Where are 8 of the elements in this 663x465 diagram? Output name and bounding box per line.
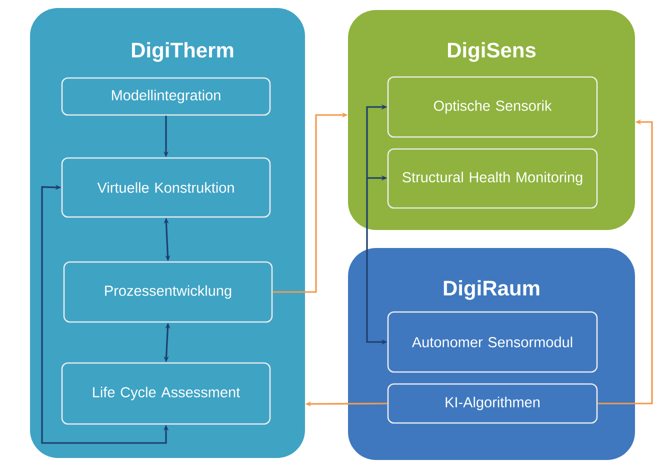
process-box: Life Cycle Assessment xyxy=(61,362,271,425)
process-box: Prozessentwicklung xyxy=(63,261,273,323)
process-box: Autonomer Sensormodul xyxy=(387,311,598,373)
process-box: Optische Sensorik xyxy=(387,76,598,138)
process-box: KI-Algorithmen xyxy=(387,383,598,424)
process-box: Modellintegration xyxy=(61,77,271,116)
process-box: Virtuelle Konstruktion xyxy=(61,157,271,218)
process-box: Structural Health Monitoring xyxy=(387,148,598,209)
